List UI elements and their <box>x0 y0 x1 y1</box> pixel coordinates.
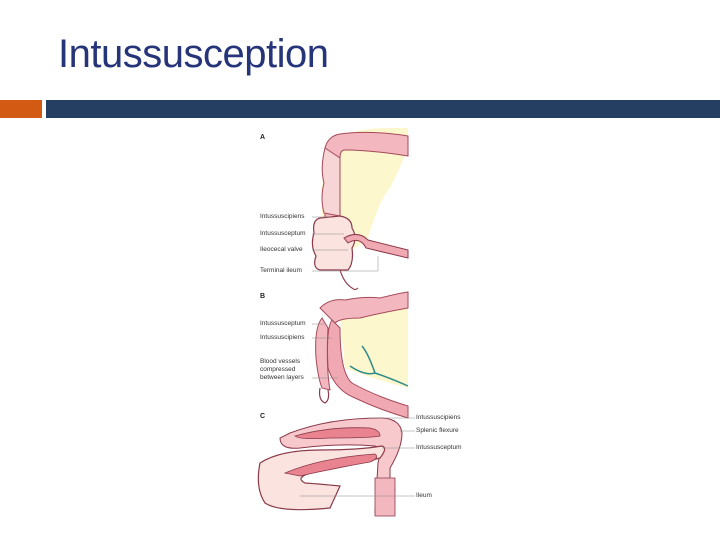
accent-bar <box>0 100 42 118</box>
label-intussuscipiens-a: Intussuscipiens <box>260 213 305 220</box>
label-splenic-flexure: Splenic flexure <box>416 427 459 434</box>
label-blood-vessels-line2: compressed <box>260 366 296 373</box>
anatomy-illustration <box>257 128 415 517</box>
panel-letter-a: A <box>260 134 266 141</box>
slide-title: Intussusception <box>58 32 329 76</box>
label-intussuscipiens-b: Intussuscipiens <box>260 334 305 341</box>
label-intussuscipiens-c: Intussuscipiens <box>416 414 461 421</box>
panel-letter-c: C <box>260 413 266 420</box>
label-intussusceptum-a: Intussusceptum <box>260 230 306 237</box>
intussusception-diagram: A Intussuscipiens Intussusceptum Ileocec… <box>240 128 480 528</box>
panel-b-illustration <box>312 291 409 419</box>
label-ileocecal-valve: Ileocecal valve <box>260 246 303 253</box>
label-terminal-ileum: Terminal ileum <box>260 267 302 274</box>
title-underline-bar <box>46 100 720 118</box>
panel-letter-b: B <box>260 293 266 300</box>
panel-c-illustration <box>257 417 415 517</box>
label-ileum: Ileum <box>416 492 432 499</box>
label-blood-vessels-line1: Blood vessels <box>260 358 301 365</box>
label-intussusceptum-b: Intussusceptum <box>260 320 306 327</box>
panel-a-illustration <box>311 128 409 291</box>
label-intussusceptum-c: Intussusceptum <box>416 444 462 451</box>
label-blood-vessels-line3: between layers <box>260 374 304 381</box>
